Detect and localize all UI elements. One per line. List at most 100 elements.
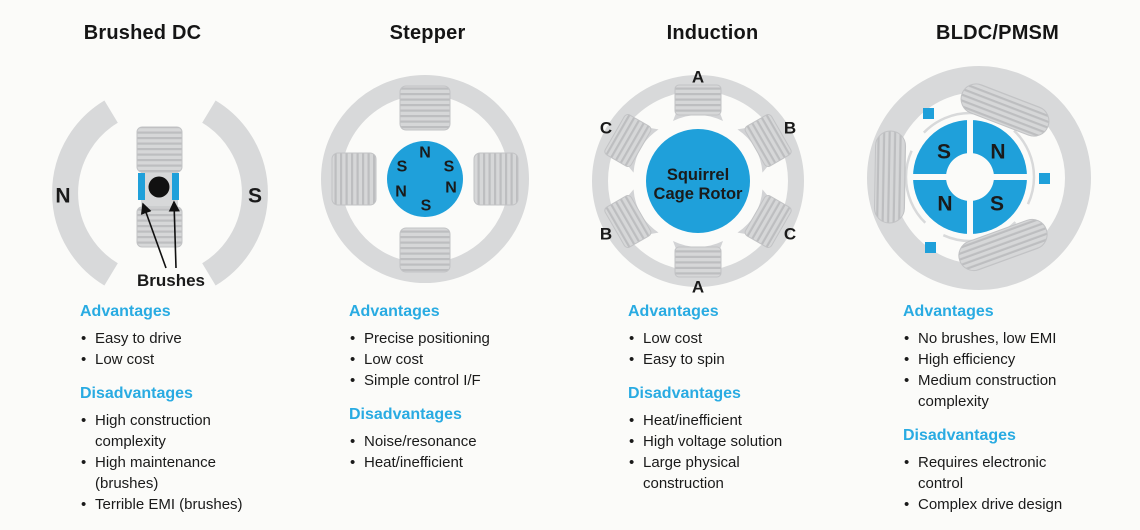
stepper-diagram: N S S N N S (285, 49, 570, 301)
stator-pole (673, 84, 723, 121)
panel-bldc-pmsm: BLDC/PMSM S N N (855, 0, 1140, 530)
panel-title: Induction (666, 22, 759, 44)
disadvantages-heading: Disadvantages (628, 385, 741, 402)
rotor-quadrant-divider (912, 174, 1028, 180)
list-item: Large physical construction (628, 452, 804, 494)
south-magnet-arc (201, 100, 268, 286)
panel-title: Stepper (389, 22, 466, 44)
stator-coil-winding (873, 130, 907, 224)
rotor-pole-label: S (444, 159, 455, 176)
list-item: Requires electronic control (903, 452, 1081, 494)
panel-induction: Induction (570, 0, 855, 530)
panel-title: Brushed DC (83, 22, 202, 44)
disadvantages-list: High construction complexityHigh mainten… (80, 410, 262, 515)
stator-coil-bottom (399, 227, 451, 273)
stator-coil-right (473, 152, 519, 206)
list-item: Terrible EMI (brushes) (80, 494, 262, 515)
rotor-pole-label: N (445, 180, 457, 197)
north-magnet-arc (52, 100, 119, 286)
advantages-heading: Advantages (349, 303, 440, 320)
brushed-dc-diagram: N S Brushes (0, 49, 285, 301)
hall-sensor-square (923, 108, 934, 119)
list-item: Simple control I/F (349, 370, 541, 391)
brush-right (172, 173, 179, 200)
stator-pole (737, 114, 792, 173)
list-item: High efficiency (903, 349, 1081, 370)
hall-sensor-square (1039, 173, 1050, 184)
stator-pole (737, 189, 792, 248)
rotor-label-line2: Cage Rotor (654, 185, 744, 203)
list-item: Precise positioning (349, 328, 541, 349)
list-item: Easy to spin (628, 349, 804, 370)
armature-coil-top (136, 126, 183, 173)
brush-left (138, 173, 145, 200)
advantages-heading: Advantages (628, 303, 719, 320)
brushes-label: Brushes (137, 271, 205, 290)
list-item: Heat/inefficient (349, 452, 541, 473)
list-item: Low cost (80, 349, 262, 370)
list-item: High maintenance (brushes) (80, 452, 262, 494)
rotor-pole-label: S (421, 198, 432, 215)
squirrel-cage-rotor (646, 129, 750, 233)
panel-title: BLDC/PMSM (936, 22, 1059, 44)
stator-ring (321, 75, 529, 283)
rotor-pole-label: N (419, 145, 431, 162)
south-pole-label: S (248, 185, 262, 208)
list-item: No brushes, low EMI (903, 328, 1081, 349)
phase-label: C (784, 225, 796, 244)
disadvantages-heading: Disadvantages (349, 406, 462, 423)
stator-coil-left (331, 152, 377, 206)
phase-label: B (784, 119, 796, 138)
advantages-list: Easy to driveLow cost (80, 328, 262, 370)
list-item: Noise/resonance (349, 431, 541, 452)
disadvantages-list: Requires electronic controlComplex drive… (903, 452, 1081, 515)
rotor-label-line1: Squirrel (667, 166, 729, 184)
panel-brushed-dc: Brushed DC N S Brushes Advantages Easy t… (0, 0, 285, 530)
induction-diagram: A B C A B C Squirrel Cage Rotor (570, 49, 855, 301)
stator-ring (592, 75, 804, 287)
list-item: Easy to drive (80, 328, 262, 349)
list-item: High construction complexity (80, 410, 262, 452)
stator-coil-top (399, 85, 451, 131)
hall-sensor-square (925, 242, 936, 253)
advantages-list: No brushes, low EMIHigh efficiencyMedium… (903, 328, 1081, 412)
pros-cons-block: Advantages Easy to driveLow cost Disadva… (0, 303, 285, 515)
pros-cons-block: Advantages No brushes, low EMIHigh effic… (855, 303, 1140, 515)
commutator (148, 176, 170, 198)
disadvantages-list: Noise/resonanceHeat/inefficient (349, 431, 541, 473)
rotor-pole-label: S (990, 193, 1004, 216)
stator-coil-winding (960, 83, 1050, 137)
disadvantages-heading: Disadvantages (80, 385, 193, 402)
advantages-list: Precise positioningLow costSimple contro… (349, 328, 541, 391)
stator-pole (604, 114, 659, 173)
phase-label: B (600, 225, 612, 244)
phase-label: A (692, 68, 704, 87)
stator-pole (673, 241, 723, 278)
rotor-pole-label: N (395, 184, 407, 201)
disadvantages-heading: Disadvantages (903, 427, 1016, 444)
phase-label: C (600, 119, 612, 138)
rotor-pole-label: S (397, 159, 408, 176)
list-item: Low cost (349, 349, 541, 370)
panel-stepper: Stepper N S S N N S Advantages Precise p… (285, 0, 570, 530)
north-pole-label: N (55, 185, 70, 208)
list-item: Complex drive design (903, 494, 1081, 515)
advantages-heading: Advantages (80, 303, 171, 320)
list-item: Low cost (628, 328, 804, 349)
rotor (387, 141, 463, 217)
pros-cons-block: Advantages Precise positioningLow costSi… (285, 303, 570, 473)
disadvantages-list: Heat/inefficientHigh voltage solutionLar… (628, 410, 804, 494)
phase-label: A (692, 278, 704, 297)
list-item: Medium construction complexity (903, 370, 1081, 412)
stator-coil-winding (958, 218, 1048, 272)
rotor-pole-label: S (937, 141, 951, 164)
stator-pole (604, 189, 659, 248)
pros-cons-block: Advantages Low costEasy to spin Disadvan… (570, 303, 855, 494)
bldc-diagram: S N N S (855, 49, 1140, 301)
list-item: High voltage solution (628, 431, 804, 452)
brush-pointer-arrow-left (140, 202, 167, 269)
advantages-list: Low costEasy to spin (628, 328, 804, 370)
advantages-heading: Advantages (903, 303, 994, 320)
rotor-pole-label: N (990, 141, 1005, 164)
brush-pointer-arrow-right (168, 200, 180, 269)
